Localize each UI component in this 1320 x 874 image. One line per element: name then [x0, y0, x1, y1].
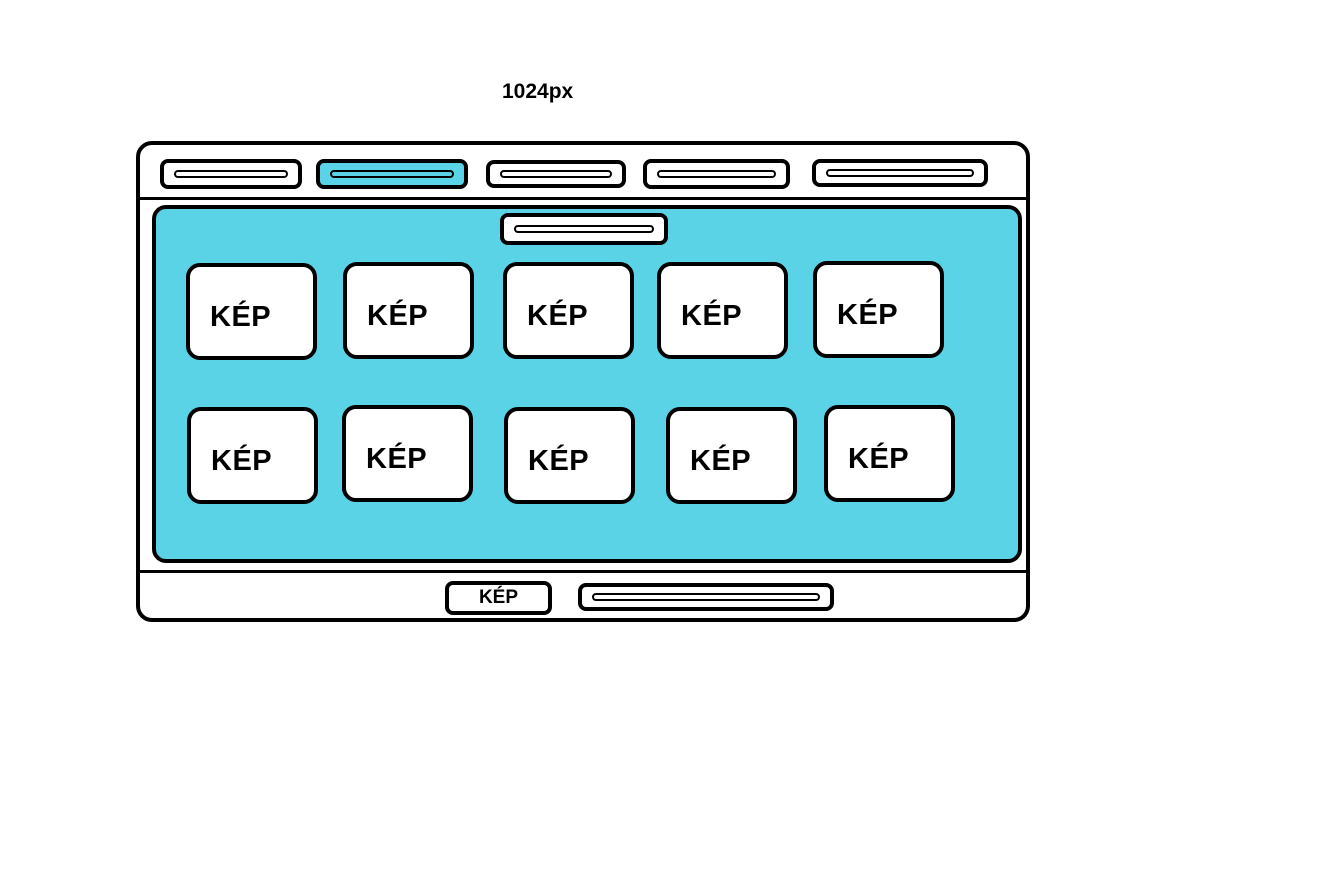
image-card-label: KÉP — [848, 443, 910, 475]
image-card-label: KÉP — [210, 301, 272, 333]
image-card[interactable]: KÉP — [187, 407, 318, 504]
footer-image-button[interactable]: KÉP — [445, 581, 552, 615]
image-card-label: KÉP — [528, 445, 590, 477]
image-card[interactable]: KÉP — [504, 407, 635, 504]
image-card[interactable]: KÉP — [666, 407, 797, 504]
image-card[interactable]: KÉP — [657, 262, 788, 359]
placeholder-text-line — [500, 170, 612, 178]
nav-item-1[interactable] — [160, 159, 302, 189]
image-card[interactable]: KÉP — [503, 262, 634, 359]
image-card-label: KÉP — [366, 443, 428, 475]
nav-item-4[interactable] — [643, 159, 790, 189]
image-card[interactable]: KÉP — [343, 262, 474, 359]
image-card[interactable]: KÉP — [813, 261, 944, 358]
nav-item-2[interactable] — [316, 159, 468, 189]
gallery-panel: KÉP KÉP KÉP KÉP KÉP KÉP KÉP KÉP KÉP KÉP — [152, 205, 1022, 563]
footer-divider — [140, 570, 1026, 573]
image-card-label: KÉP — [211, 445, 273, 477]
image-card[interactable]: KÉP — [186, 263, 317, 360]
page-frame: KÉP KÉP KÉP KÉP KÉP KÉP KÉP KÉP KÉP KÉP — [136, 141, 1030, 622]
image-card-label: KÉP — [367, 300, 429, 332]
nav-item-5[interactable] — [812, 159, 988, 187]
placeholder-text-line — [174, 170, 288, 178]
placeholder-text-line — [657, 170, 776, 178]
footer-text-field — [578, 583, 834, 611]
nav-item-3[interactable] — [486, 160, 626, 188]
image-card[interactable]: KÉP — [342, 405, 473, 502]
image-card[interactable]: KÉP — [824, 405, 955, 502]
image-card-label: KÉP — [690, 445, 752, 477]
gallery-title — [500, 213, 668, 245]
placeholder-text-line — [826, 169, 974, 177]
image-card-label: KÉP — [837, 299, 899, 331]
width-label: 1024px — [502, 80, 574, 103]
placeholder-text-line — [514, 225, 654, 233]
placeholder-text-line — [592, 593, 820, 601]
placeholder-text-line — [330, 170, 454, 178]
image-card-label: KÉP — [527, 300, 589, 332]
image-card-label: KÉP — [681, 300, 743, 332]
header-divider — [140, 197, 1026, 200]
